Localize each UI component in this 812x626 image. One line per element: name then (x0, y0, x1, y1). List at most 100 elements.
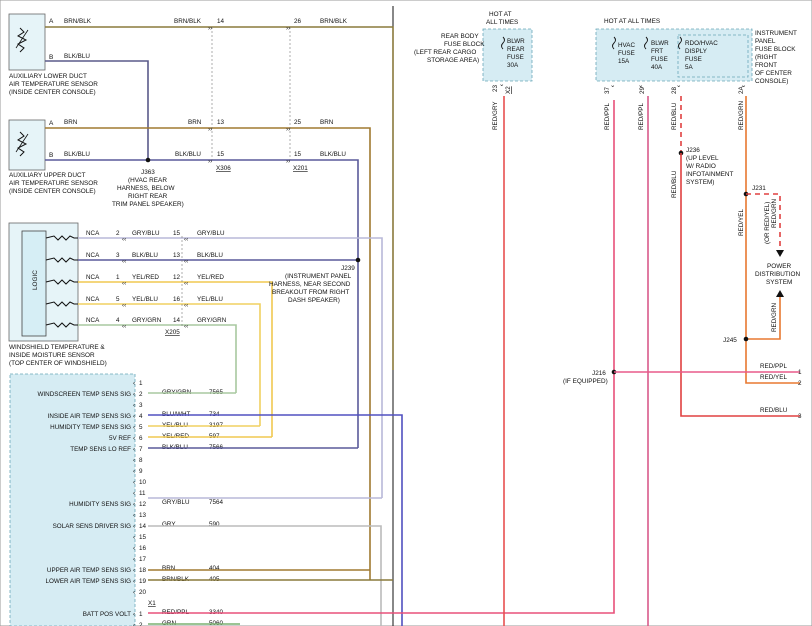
module-pin-name: BATT POS VOLT (83, 611, 131, 618)
upper-duct-sensor-box (8, 119, 46, 171)
upper-duct-pin-b: B (49, 152, 53, 159)
connector-chevron-icon: ⌄ (676, 82, 681, 89)
arrow-down-icon (776, 250, 784, 257)
fuse-label: FUSE (507, 54, 524, 61)
connector-chevron-icon: ‹ (133, 611, 135, 618)
fuse-label: RDO/HVAC (685, 40, 718, 47)
connector-chevron-icon: ‹ (133, 622, 135, 626)
page-ref: 3 (798, 413, 802, 420)
connector-chevron-icon: ‹‹ (184, 302, 188, 309)
wire-line (45, 127, 371, 580)
connector-chevron-icon: ‹ (133, 545, 135, 552)
connector-chevron-icon: ⌄ (499, 81, 504, 88)
module-pin-name: WINDSCREEN TEMP SENS SIG (37, 391, 131, 398)
wire-color-label: RED/BLU (671, 170, 678, 198)
module-pin-row: ‹3 (133, 402, 143, 409)
connector-chevron-icon: ‹ (133, 501, 135, 508)
wire-blk-blu-lower: BLK/BLU (45, 53, 149, 160)
splice-j236: J236 (UP LEVEL W/ RADIO INFOTAINMENT SYS… (671, 147, 800, 417)
module-pin-name: UPPER AIR TEMP SENS SIG (47, 567, 131, 574)
connector-chevron-icon: ‹ (133, 523, 135, 530)
wire-line (78, 237, 383, 498)
wire-color-label: RED/YEL (738, 209, 745, 236)
upper-duct-label-3: (INSIDE CENTER CONSOLE) (9, 188, 96, 195)
module-pin-number: 3 (139, 402, 143, 409)
splice-desc: INFOTAINMENT (686, 171, 734, 178)
logic-label: LOGIC (32, 270, 39, 290)
connector-pin: 16 (173, 296, 181, 303)
wire-color-label: GRY/BLU (132, 230, 160, 237)
fuse-icon (678, 36, 682, 50)
splice-desc: SYSTEM) (686, 179, 714, 186)
module-pin-number: 1 (139, 611, 143, 618)
wire-color-label: BRN/BLK (64, 18, 92, 25)
splice-desc: BREAKOUT FROM RIGHT (272, 289, 349, 296)
wire-color-label: YEL/RED (197, 274, 224, 281)
upper-duct-pin-a: A (49, 120, 54, 127)
ip-fuse-block: HOT AT ALL TIMES INSTRUMENT PANEL FUSE B… (595, 18, 800, 626)
connector-pin: 13 (173, 252, 181, 259)
fuse-icon (644, 36, 648, 50)
fuse-label: 30A (507, 62, 519, 69)
module-pin-wire-color: GRY/BLU (162, 499, 190, 506)
connector-chevron-icon: ‹ (133, 435, 135, 442)
module-pin-row: ‹15 (133, 534, 147, 541)
ip-fuse-pin: 28 (671, 86, 678, 94)
hot-at-label: ALL TIMES (486, 19, 518, 26)
wire-color-label: RED/GRN (738, 101, 745, 130)
wire-line (78, 303, 261, 426)
connector-chevron-icon: ‹‹ (184, 280, 188, 287)
connector-chevron-icon: ‹‹ (184, 236, 188, 243)
ws-pin: 3 (116, 252, 120, 259)
module-pin-number: 14 (139, 523, 147, 530)
ip-fuse-pin: 29 (639, 86, 646, 94)
connector-chevron-icon: ›› (208, 126, 212, 133)
splice-desc: (IF EQUIPPED) (563, 378, 608, 385)
wire-red-ppl-3340 (148, 100, 615, 614)
ip-fuse-block-box (595, 28, 753, 82)
fuse-label: HVAC (618, 42, 635, 49)
module-pin-row: ‹20 (133, 589, 147, 596)
connector-chevron-icon: ‹‹ (122, 323, 126, 330)
fuse-label: DISPLY (685, 48, 708, 55)
wire-color-label: BLK/BLU (64, 53, 90, 60)
rear-fuse-label: FUSE BLOCK (444, 41, 485, 48)
lower-duct-pin-b: B (49, 54, 53, 61)
fuse-label: 15A (618, 58, 630, 65)
module-pin-row: ‹1 (133, 380, 143, 387)
upper-duct-label-1: AUXILIARY UPPER DUCT (9, 172, 86, 179)
wire-color-label: RED/PPL (638, 103, 645, 130)
lower-duct-label-3: (INSIDE CENTER CONSOLE) (9, 89, 96, 96)
page-ref: 1 (798, 369, 802, 376)
wire-red-blu (680, 153, 800, 417)
splice-j363: J363 (HVAC REAR HARNESS, BELOW RIGHT REA… (112, 157, 184, 208)
module-pin-name: LOWER AIR TEMP SENS SIG (46, 578, 132, 585)
module-pin-number: 12 (139, 501, 147, 508)
splice-dot (355, 257, 361, 263)
rear-fuse-label: (LEFT REAR CARGO (414, 49, 476, 56)
windshield-sensor: LOGIC WINDSHIELD TEMPERATURE & INSIDE MO… (8, 222, 107, 367)
module-pin-name: HUMIDITY TEMP SENS SIG (50, 424, 131, 431)
wire-brn-upper: BRN BRN 13 25 BRN ›› ›› (45, 119, 371, 580)
connector-chevron-icon: ‹ (133, 490, 135, 497)
connector-chevron-icon: ‹‹ (184, 258, 188, 265)
ws-wire-yel-blu: NCA 5 YEL/BLU 16 YEL/BLU ‹‹ ‹‹ (45, 296, 261, 426)
ws-pin: 1 (116, 274, 120, 281)
wire-brn-blk-top: BRN/BLK BRN/BLK 14 26 BRN/BLK ›› ›› (45, 18, 394, 370)
ws-pin: 2 (116, 230, 120, 237)
module-pin-number: 7 (139, 446, 143, 453)
ws-wire-yel-red: NCA 1 YEL/RED 12 YEL/RED ‹‹ ‹‹ (45, 274, 273, 437)
thermistor-arrow-icon (15, 133, 29, 153)
splice-dot (145, 157, 151, 163)
connector-chevron-icon: ⌄ (610, 82, 615, 89)
splice-j245: J245 (723, 336, 749, 344)
splice-name: J231 (752, 185, 766, 192)
wire-color-label: RED/PPL (604, 103, 611, 130)
connector-pin: 14 (173, 317, 181, 324)
hot-at-label: HOT AT (489, 11, 512, 18)
splice-name: J245 (723, 337, 737, 344)
ip-fuse-label: INSTRUMENT (755, 30, 797, 37)
connector-pin: 13 (217, 119, 225, 126)
nca-label: NCA (86, 230, 100, 237)
